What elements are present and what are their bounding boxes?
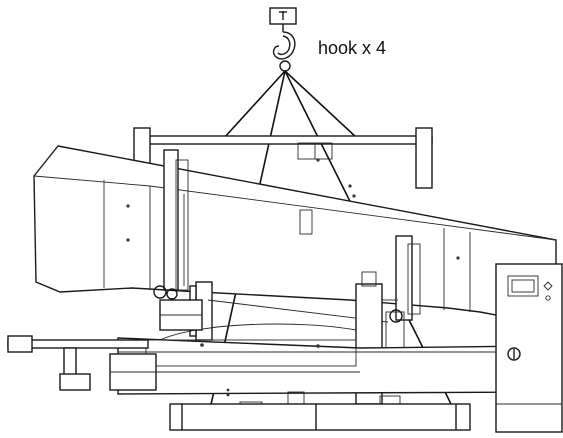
lifting-frame [133, 127, 433, 189]
crane-hook-icon [269, 7, 297, 72]
material-support-stand [7, 335, 157, 391]
machine-base [117, 299, 541, 431]
saw-bow [33, 145, 557, 323]
sling-rear-right [284, 70, 358, 139]
control-cabinet [495, 263, 563, 433]
hook-callout-label: hook x 4 [318, 38, 387, 58]
sling-rear-left [223, 70, 286, 139]
